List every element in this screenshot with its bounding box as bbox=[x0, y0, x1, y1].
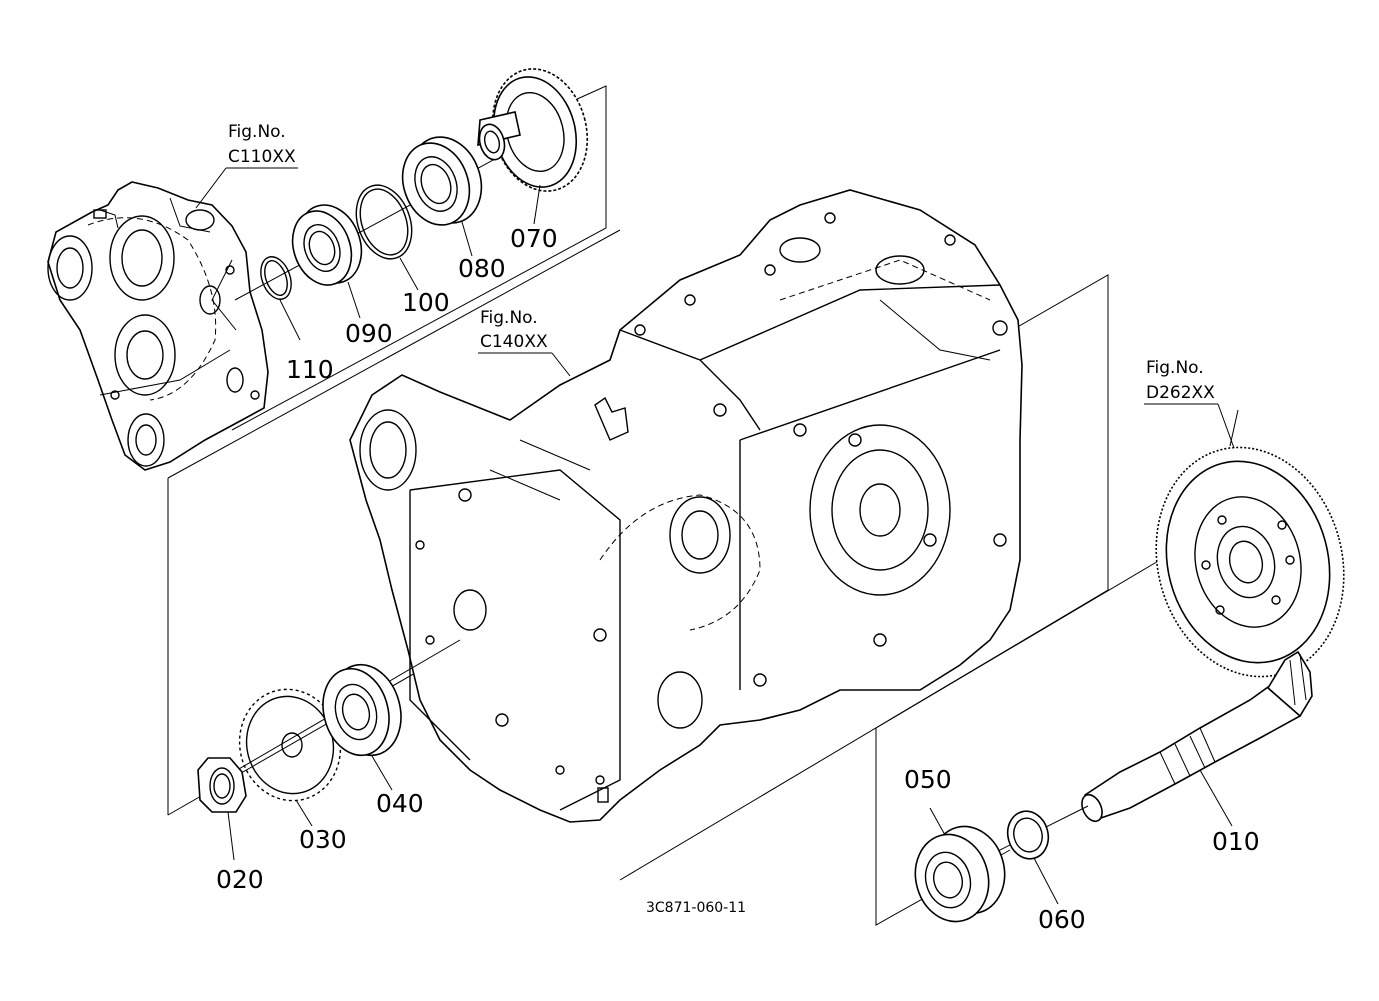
fig-ref-d262xx: Fig.No. D262XX bbox=[1144, 358, 1235, 449]
label-080: 080 bbox=[458, 254, 506, 283]
drawing-code: 3C871-060-11 bbox=[646, 900, 746, 916]
fig-ref-c140xx: Fig.No. C140XX bbox=[478, 308, 571, 377]
part-090-bearing bbox=[291, 204, 363, 319]
label-060: 060 bbox=[1038, 905, 1086, 934]
fig-ref-c110xx-line2: C110XX bbox=[228, 147, 296, 167]
part-070-gear bbox=[477, 68, 589, 225]
label-050: 050 bbox=[904, 765, 952, 794]
top-group-boundary bbox=[167, 85, 607, 815]
label-090: 090 bbox=[345, 319, 393, 348]
fig-ref-d262xx-line2: D262XX bbox=[1146, 383, 1215, 403]
fig-ref-c110xx: Fig.No. C110XX bbox=[195, 122, 298, 209]
part-060-shim bbox=[1006, 810, 1059, 905]
part-020-nut bbox=[197, 757, 247, 861]
transmission-case bbox=[349, 189, 1023, 823]
label-110: 110 bbox=[286, 355, 334, 384]
fig-ref-c110xx-line1: Fig.No. bbox=[228, 122, 286, 142]
fig-ref-d262xx-line1: Fig.No. bbox=[1146, 358, 1204, 378]
label-020: 020 bbox=[216, 865, 264, 894]
ring-gear bbox=[1155, 409, 1345, 678]
label-070: 070 bbox=[510, 224, 558, 253]
part-050-bearing bbox=[914, 807, 1006, 923]
front-housing bbox=[47, 181, 269, 471]
part-100-circlip bbox=[355, 184, 419, 291]
label-030: 030 bbox=[299, 825, 347, 854]
fig-ref-c140xx-line2: C140XX bbox=[480, 332, 548, 352]
fig-ref-c140xx-line1: Fig.No. bbox=[480, 308, 538, 328]
part-010-pinion-shaft bbox=[1081, 650, 1313, 827]
part-040-bearing bbox=[322, 663, 402, 791]
part-080-bearing bbox=[401, 136, 483, 257]
label-010: 010 bbox=[1212, 827, 1260, 856]
label-100: 100 bbox=[402, 288, 450, 317]
part-110-snap-ring bbox=[260, 256, 301, 341]
label-040: 040 bbox=[376, 789, 424, 818]
